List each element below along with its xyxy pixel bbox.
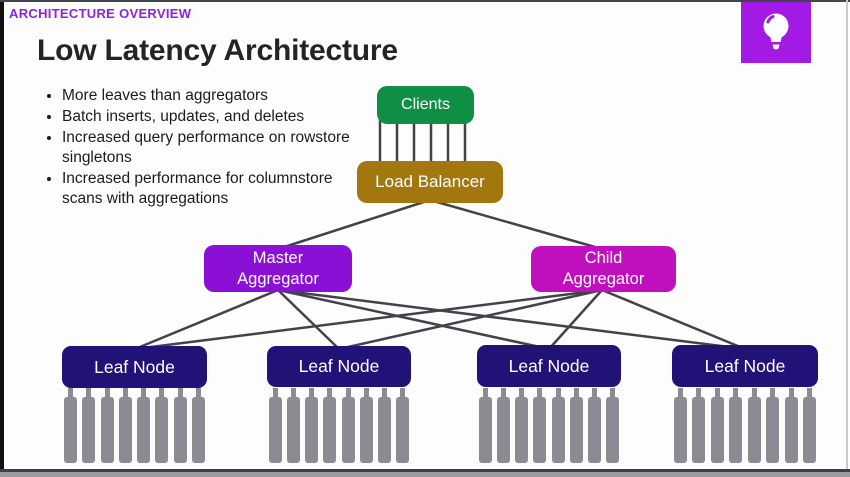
frame-bottom-edge <box>0 469 850 472</box>
lightbulb-icon <box>741 1 811 63</box>
lightbulb-glyph <box>763 13 789 50</box>
partition-bar <box>747 388 761 463</box>
frame-left-edge <box>0 0 4 477</box>
bullet-list: More leaves than aggregators Batch inser… <box>40 86 354 210</box>
partition-bar <box>587 388 601 463</box>
partition-bar <box>269 388 282 463</box>
clients-node: Clients <box>377 86 474 124</box>
load-balancer-label: Load Balancer <box>375 172 485 191</box>
partition-bar <box>551 388 565 463</box>
leaf-node-1: Leaf Node <box>62 346 207 388</box>
leaf-node-label: Leaf Node <box>704 355 786 376</box>
partition-bar <box>377 388 391 463</box>
partition-bar <box>395 388 409 463</box>
partition-bar <box>341 388 355 463</box>
leaf-2-partition-bars <box>269 388 409 464</box>
frame-bottom-fill <box>0 472 850 477</box>
partition-bar <box>784 388 798 463</box>
master-aggregator-node: Master Aggregator <box>204 245 352 292</box>
partition-bar <box>359 388 373 463</box>
partition-bar <box>82 388 96 463</box>
slide-kicker: ARCHITECTURE OVERVIEW <box>9 6 192 21</box>
bullet-item: Increased query performance on rowstore … <box>62 128 354 168</box>
partition-bar <box>729 388 743 463</box>
partition-bar <box>569 388 583 463</box>
clients-label: Clients <box>401 96 450 113</box>
partition-bar <box>323 388 337 463</box>
partition-bar <box>191 388 205 463</box>
leaf-4-partition-bars <box>674 388 816 464</box>
bullet-item: More leaves than aggregators <box>62 86 354 106</box>
partition-bar <box>692 388 706 463</box>
frame-top-edge <box>0 0 850 2</box>
partition-bar <box>802 388 816 463</box>
child-aggregator-label: Child Aggregator <box>562 249 645 288</box>
partition-bar <box>533 388 547 463</box>
leaf-node-label: Leaf Node <box>508 355 590 376</box>
partition-bar <box>287 388 301 463</box>
partition-bar <box>173 388 187 463</box>
partition-bar <box>674 388 687 463</box>
leaf-node-4: Leaf Node <box>672 345 818 387</box>
partition-bar <box>497 388 511 463</box>
leaf-node-label: Leaf Node <box>94 356 175 377</box>
frame-right-edge <box>846 0 848 470</box>
leaf-node-2: Leaf Node <box>267 346 411 387</box>
partition-bar <box>515 388 529 463</box>
partition-bar <box>766 388 780 463</box>
leaf-node-3: Leaf Node <box>477 345 621 387</box>
partition-bar <box>118 388 132 463</box>
partition-bar <box>605 388 619 463</box>
partition-bar <box>64 388 77 463</box>
partition-bar <box>155 388 169 463</box>
bullet-item: Batch inserts, updates, and deletes <box>62 107 354 127</box>
partition-bar <box>305 388 319 463</box>
partition-bar <box>137 388 151 463</box>
partition-bar <box>710 388 724 463</box>
leaf-3-partition-bars <box>479 388 619 464</box>
load-balancer-node: Load Balancer <box>357 161 503 203</box>
child-aggregator-node: Child Aggregator <box>531 246 676 292</box>
leaf-node-label: Leaf Node <box>298 356 380 376</box>
bullet-item: Increased performance for columnstore sc… <box>62 169 354 209</box>
master-aggregator-label: Master Aggregator <box>237 248 319 288</box>
partition-bar <box>100 388 114 463</box>
page-title: Low Latency Architecture <box>37 34 398 67</box>
partition-bar <box>479 388 492 463</box>
leaf-1-partition-bars <box>64 388 205 464</box>
